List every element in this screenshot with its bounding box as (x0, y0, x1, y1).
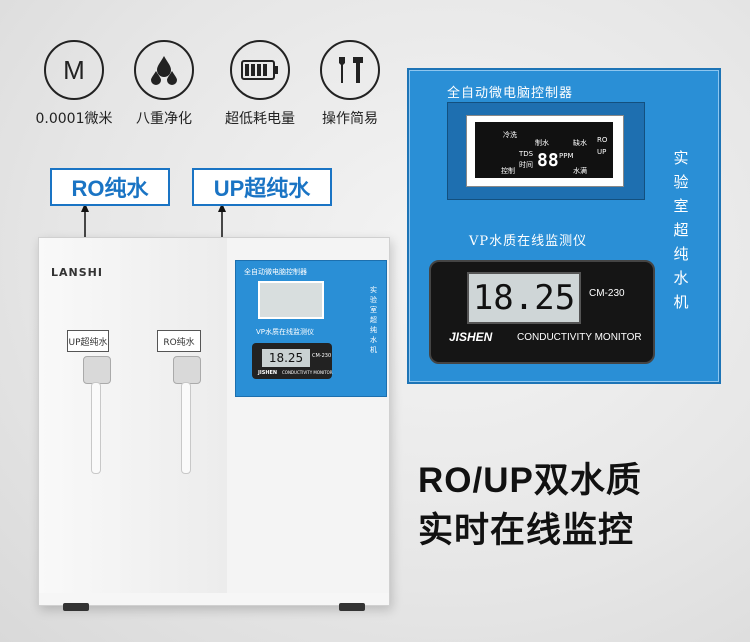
machine-foot (63, 603, 89, 611)
meter-logo: JISHEN (449, 330, 493, 344)
ro-tube (181, 382, 191, 474)
lcd-screen: 冷洗 制水 缺水 RO UP 控制 水满 TDS PPM 时间 88 (466, 115, 624, 187)
panel-title: 全自动微电脑控制器 (447, 86, 574, 101)
vertical-title: 实验室超纯水机 (673, 149, 689, 311)
headline-line-2: 实时在线监控 (418, 511, 635, 550)
up-water-callout: UP超纯水 (192, 168, 332, 206)
brand-logo: LANSHI (51, 266, 103, 279)
meter-reading: 18.25 (467, 272, 581, 324)
feature-caption: 八重净化 (136, 111, 192, 127)
ro-tag: RO纯水 (157, 330, 201, 352)
letter-m-icon: M (44, 40, 104, 100)
feature-precision: M 0.0001微米 (24, 40, 124, 128)
feature-caption: 超低耗电量 (225, 111, 295, 127)
machine-foot (339, 603, 365, 611)
lcd-value: 88 (537, 150, 559, 171)
ro-faucet (173, 356, 201, 384)
up-tag: UP超纯水 (67, 330, 109, 352)
tools-icon (320, 40, 380, 100)
meter-label: CONDUCTIVITY MONITOR (517, 332, 642, 343)
feature-caption: 0.0001微米 (35, 111, 113, 127)
ro-water-callout: RO纯水 (50, 168, 170, 206)
conductivity-meter: 18.25 CM-230 JISHEN CONDUCTIVITY MONITOR (429, 260, 655, 364)
feature-purification: 八重净化 (114, 40, 214, 128)
lcd-frame: 冷洗 制水 缺水 RO UP 控制 水满 TDS PPM 时间 88 (447, 102, 645, 200)
water-purifier-machine: LANSHI UP超纯水 RO纯水 全自动微电脑控制器 VP水质在线监测仪 18… (38, 237, 390, 611)
vp-monitor-title: VP水质在线监测仪 (469, 234, 588, 249)
up-tube (91, 382, 101, 474)
mini-meter: 18.25 CM-230 JISHEN CONDUCTIVITY MONITOR (252, 343, 333, 379)
meter-model: CM-230 (589, 288, 625, 299)
water-drops-icon (134, 40, 194, 100)
control-panel: 全自动微电脑控制器 冷洗 制水 缺水 RO UP 控制 水满 TDS PPM 时… (407, 68, 721, 384)
feature-power: 超低耗电量 (210, 40, 310, 128)
machine-front (39, 238, 228, 593)
headline-line-1: RO/UP双水质 (418, 461, 642, 500)
up-faucet (83, 356, 111, 384)
lcd-display: 冷洗 制水 缺水 RO UP 控制 水满 TDS PPM 时间 88 (475, 122, 613, 178)
mini-lcd (258, 281, 324, 319)
feature-caption: 操作简易 (322, 111, 378, 127)
mini-control-panel: 全自动微电脑控制器 VP水质在线监测仪 18.25 CM-230 JISHEN … (235, 260, 387, 397)
feature-easy: 操作简易 (300, 40, 400, 128)
battery-icon (230, 40, 290, 100)
